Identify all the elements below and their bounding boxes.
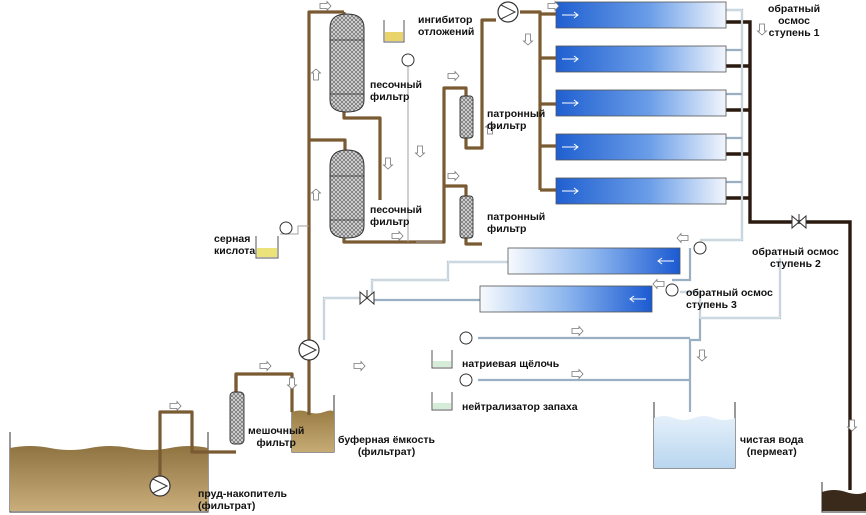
- label-sulfuric-acid: серная кислота: [214, 233, 255, 257]
- label-storage-pond: пруд-накопитель (фильтрат): [198, 488, 287, 512]
- label-line: фильтр: [487, 120, 527, 132]
- ro-stage3-membrane: [479, 285, 653, 313]
- label-clean-water: чистая вода (пермеат): [740, 434, 804, 458]
- label-line: обратный осмос: [686, 287, 773, 299]
- label-line: обратный осмос: [752, 246, 839, 258]
- acid-tank: [255, 236, 279, 259]
- label-line: пруд-накопитель: [198, 488, 287, 500]
- leachate-pipes: [158, 10, 556, 480]
- label-line: мешочный: [248, 425, 305, 437]
- label-sand-filter-2: песочный фильтр: [370, 204, 422, 228]
- label-bag-filter: мешочный фильтр: [248, 425, 304, 449]
- ro-stage2-membrane: [507, 247, 681, 275]
- label-line: серная: [214, 233, 251, 245]
- acid-dosing-pump: [279, 221, 293, 235]
- label-line: кислота: [214, 245, 256, 257]
- label-line: чистая вода: [740, 434, 804, 446]
- label-line: (пермеат): [746, 446, 797, 458]
- ro-feed-pump: [497, 1, 519, 23]
- label-ro-stage3: обратный осмос ступень 3: [686, 287, 773, 311]
- label-cartridge-filter-2: патронный фильтр: [487, 211, 545, 235]
- label-ro-stage2: обратный осмос ступень 2: [752, 246, 839, 270]
- neutralizer-tank: [431, 392, 453, 411]
- label-line: патронный: [487, 211, 546, 223]
- label-line: фильтр: [370, 216, 410, 228]
- label-caustic-soda: натриевая щёлочь: [462, 358, 560, 370]
- label-cartridge-filter-1: патронный фильтр: [487, 108, 545, 132]
- permeate-pipes: [322, 8, 782, 412]
- label-line: буферная ёмкость: [338, 434, 436, 446]
- caustic-dosing-pump: [459, 331, 473, 345]
- inhibitor-dosing-pump: [401, 53, 415, 67]
- label-line: осмос: [778, 15, 810, 27]
- stage2-pump: [693, 241, 707, 255]
- ro-stage1-membranes: [555, 1, 727, 205]
- label-line: (фильтрат): [357, 446, 416, 458]
- label-scale-inhibitor: ингибитор отложений: [418, 14, 474, 38]
- cartridge-filter-2: [459, 195, 474, 239]
- pond-pump: [149, 475, 171, 497]
- label-line: фильтр: [487, 223, 527, 235]
- bag-filter: [229, 391, 245, 445]
- cartridge-filter-1: [459, 95, 474, 139]
- concentrate-valve: [791, 214, 807, 230]
- sand-filter-2: [329, 149, 365, 239]
- sand-filter-1: [329, 13, 365, 113]
- recirculation-valve: [359, 290, 375, 306]
- label-odor-neutralizer: нейтрализатор запаха: [462, 401, 578, 413]
- label-line: фильтр: [370, 91, 410, 103]
- label-sand-filter-1: песочный фильтр: [370, 79, 422, 103]
- inhibitor-tank: [383, 20, 405, 43]
- label-line: ступень 1: [768, 27, 820, 39]
- label-ro-stage1: обратный осмос ступень 1: [768, 3, 820, 39]
- buffer-tank: [291, 395, 335, 453]
- dosing-lines: [280, 54, 442, 243]
- label-line: ступень 3: [686, 299, 737, 311]
- caustic-tank: [431, 350, 453, 369]
- concentrate-tank: [821, 482, 866, 513]
- label-line: (фильтрат): [198, 500, 256, 512]
- label-line: ступень 2: [770, 258, 821, 270]
- label-line: обратный: [768, 3, 821, 15]
- label-line: патронный: [487, 108, 546, 120]
- main-feed-pump: [298, 339, 320, 361]
- label-line: ингибитор: [418, 14, 473, 26]
- storage-pond: [9, 432, 209, 513]
- label-line: песочный: [370, 79, 422, 91]
- label-line: песочный: [370, 204, 422, 216]
- stage3-pump: [665, 283, 679, 297]
- neutralizer-dosing-pump: [459, 373, 473, 387]
- label-buffer-tank: буферная ёмкость (фильтрат): [338, 434, 435, 458]
- label-line: отложений: [418, 26, 475, 38]
- label-line: фильтр: [256, 437, 296, 449]
- clean-water-tank: [653, 402, 736, 469]
